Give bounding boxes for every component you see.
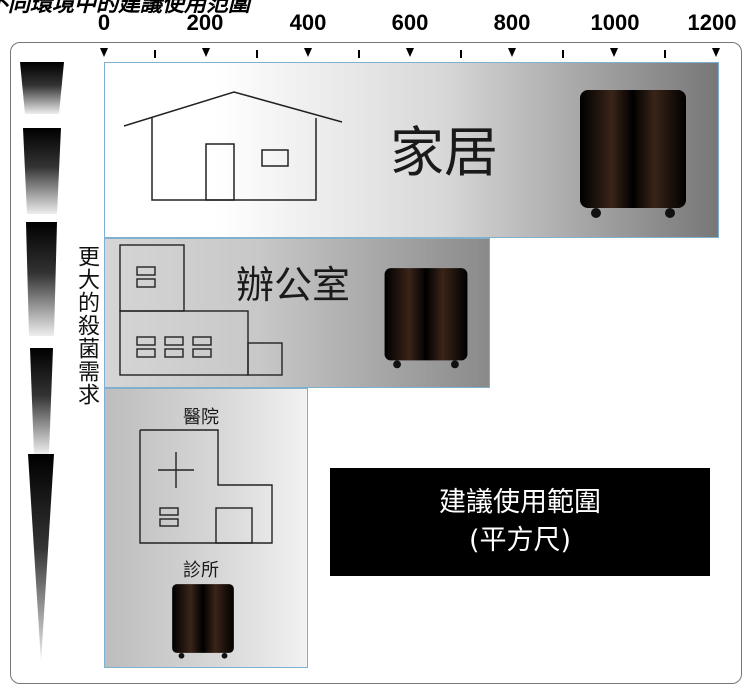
legend-box: 建議使用範圍 (平方尺) (330, 468, 710, 576)
minor-tick (664, 50, 666, 58)
office-label: 辦公室 (236, 263, 351, 307)
minor-tick (460, 50, 462, 58)
tick-label: 1000 (590, 10, 640, 35)
minor-tick (256, 50, 258, 58)
house-icon (123, 91, 343, 201)
major-tick (508, 48, 516, 57)
tick-label: 0 (97, 10, 111, 35)
hospital-label: 醫院 (183, 407, 219, 428)
major-tick (304, 48, 312, 57)
tick-label: 200 (186, 10, 224, 35)
legend-line2: (平方尺) (468, 525, 572, 556)
major-tick (100, 48, 108, 57)
hospital-icon (139, 429, 273, 544)
major-tick (202, 48, 210, 57)
demand-label: 更大的殺菌需求 (74, 245, 99, 406)
tick-label: 400 (289, 10, 327, 35)
home-label: 家居 (390, 121, 498, 184)
legend-line1: 建議使用範圍 (439, 487, 601, 518)
major-tick (610, 48, 618, 57)
clinic-label: 診所 (183, 560, 219, 581)
tick-label: 800 (493, 10, 531, 35)
air-purifier-icon (580, 90, 686, 218)
tick-label: 600 (391, 10, 429, 35)
major-tick (712, 48, 720, 57)
major-tick (406, 48, 414, 57)
minor-tick (562, 50, 564, 58)
demand-arrow (20, 62, 64, 662)
minor-tick (154, 50, 156, 58)
air-purifier-icon (384, 268, 468, 369)
tick-label: 1200 (687, 10, 737, 35)
office-building-icon (119, 244, 283, 376)
minor-tick (358, 50, 360, 58)
air-purifier-icon (172, 584, 234, 659)
chart-title: 不同環境中的建議使用范圍 (0, 0, 251, 17)
